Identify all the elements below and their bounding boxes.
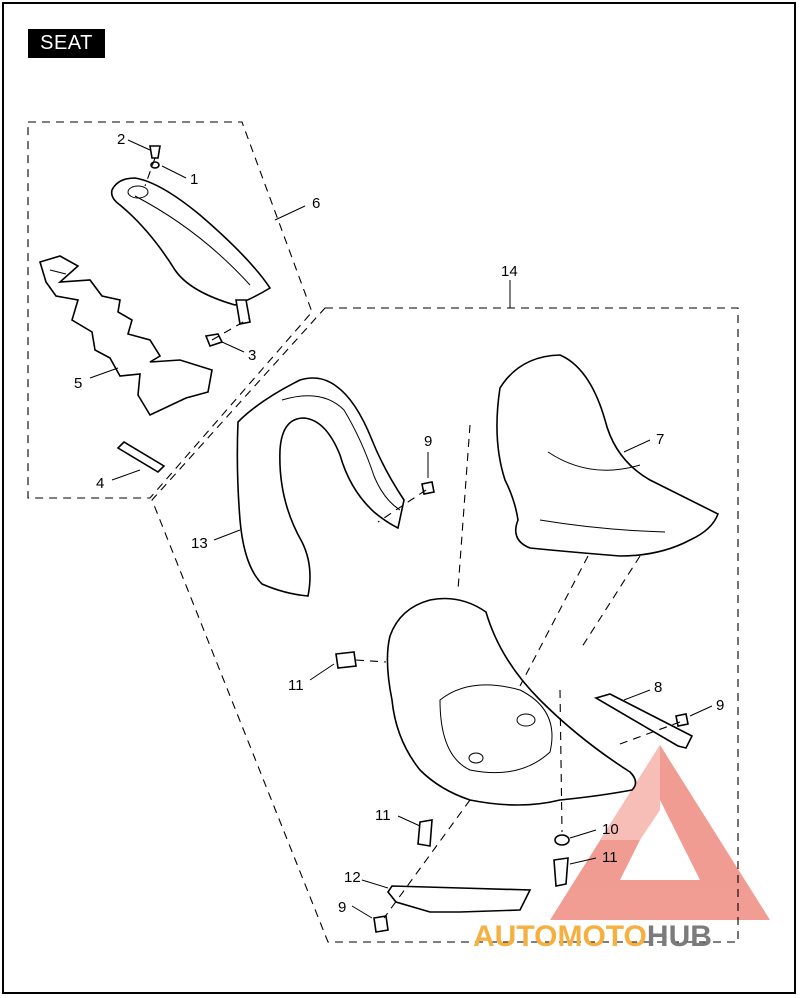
callout-9-trim: 9 (338, 899, 346, 916)
rider-seat (496, 354, 720, 557)
seat-strap (116, 440, 166, 474)
seat-bracket (593, 693, 694, 749)
fastener-2-screw (149, 145, 161, 159)
alignment-lines (144, 157, 681, 919)
fastener-3-screw (204, 333, 224, 347)
fastener-11b-bolt (417, 819, 433, 847)
watermark-text: AUTOMOTOHUB (473, 920, 712, 953)
pillion-seat (110, 177, 272, 325)
callout-11-front: 11 (375, 807, 391, 824)
watermark-text-part2: HUB (647, 920, 712, 953)
fastener-9a-screw (421, 481, 435, 495)
callout-11-side: 11 (288, 677, 304, 694)
callout-2: 2 (117, 131, 125, 148)
callout-3: 3 (248, 347, 256, 364)
callout-1: 1 (190, 171, 198, 188)
group-boundary-6 (27, 121, 313, 499)
callout-12: 12 (344, 869, 361, 886)
callout-11-rear: 11 (602, 849, 618, 866)
callout-8: 8 (654, 679, 662, 696)
watermark-text-part1: AUTOMOTO (473, 920, 647, 953)
callout-9-fender: 9 (424, 433, 432, 450)
page-title: SEAT (28, 29, 105, 58)
callout-9-bracket: 9 (716, 697, 724, 714)
callout-14: 14 (501, 263, 518, 280)
fastener-11c-bolt (553, 857, 569, 887)
callout-4: 4 (96, 475, 104, 492)
fastener-9c-screw (373, 915, 389, 933)
callout-7: 7 (656, 431, 664, 448)
callout-6: 6 (312, 195, 320, 212)
fastener-11a-bolt (335, 651, 357, 669)
seat-pad (39, 255, 213, 417)
fender-trim (236, 377, 405, 597)
fastener-10-washer (554, 834, 570, 846)
callout-13: 13 (191, 535, 208, 552)
callout-5: 5 (74, 375, 82, 392)
fastener-9b-screw (675, 713, 689, 727)
group-boundary-14 (151, 307, 739, 943)
seat-trim-strip (387, 885, 532, 913)
leader-lines (89, 139, 713, 919)
seat-pan (386, 597, 637, 806)
watermark-logo (550, 745, 770, 920)
callout-10: 10 (602, 821, 619, 838)
